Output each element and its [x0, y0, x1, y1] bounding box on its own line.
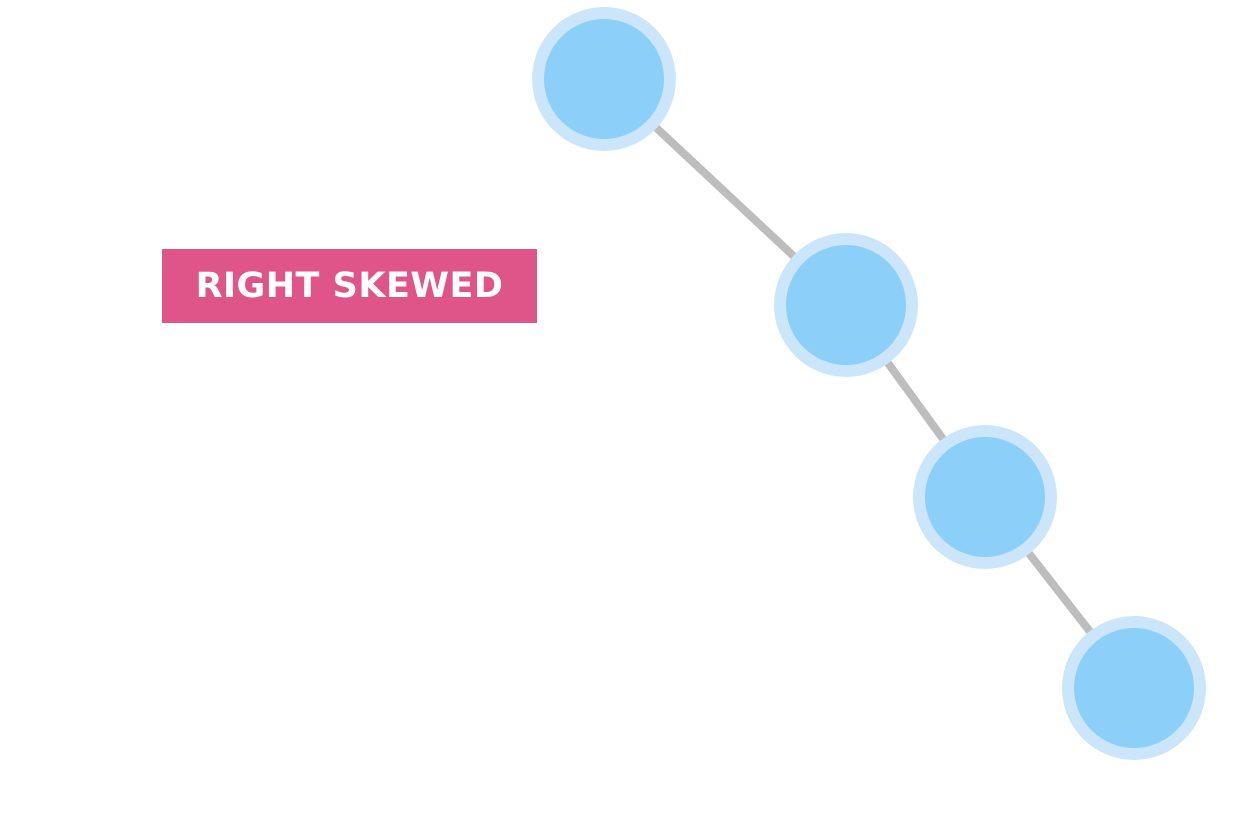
tree-node-1	[532, 7, 676, 151]
tree-node-2	[774, 233, 918, 377]
tree-edges	[600, 75, 1138, 692]
tree-node-3	[913, 425, 1057, 569]
tree-nodes	[532, 7, 1206, 760]
tree-node-4	[1062, 616, 1206, 760]
tree-type-label: RIGHT SKEWED	[162, 249, 537, 323]
tree-type-label-text: RIGHT SKEWED	[195, 266, 504, 306]
